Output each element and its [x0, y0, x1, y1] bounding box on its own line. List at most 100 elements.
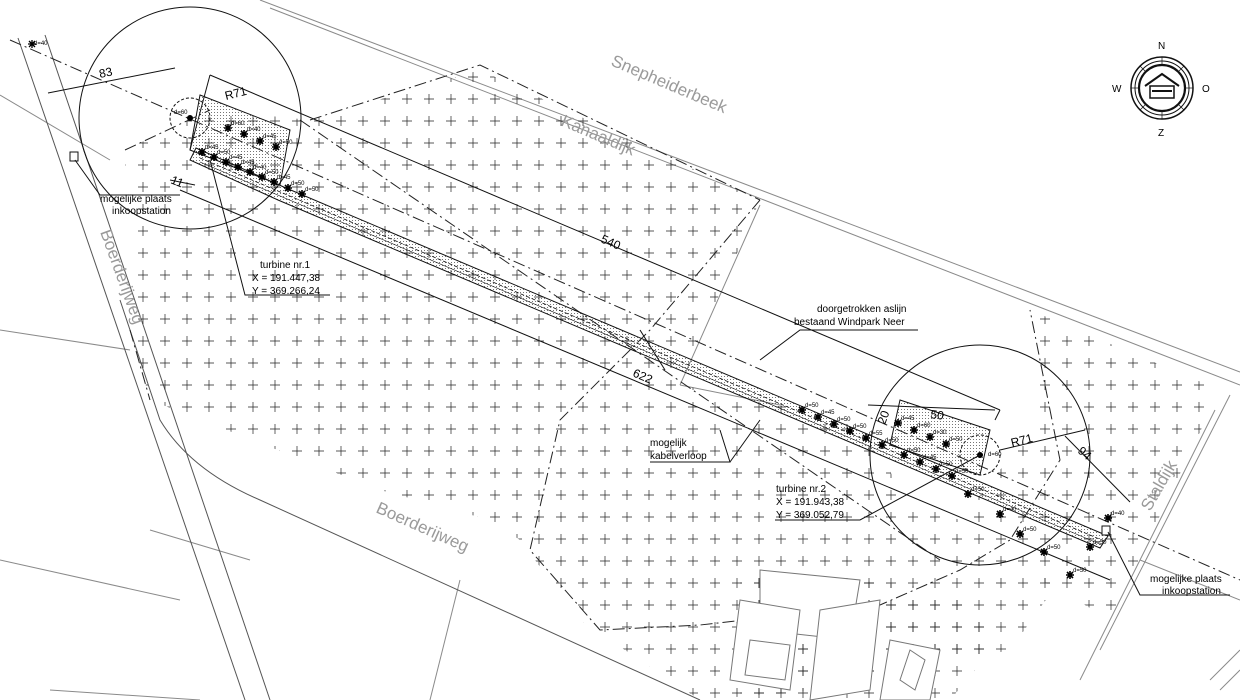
corner-tree: d=40 [28, 40, 48, 48]
turbine1-tree-label: d=40 [247, 127, 261, 133]
turbine1-tree-1: d=60 [224, 121, 245, 132]
turbine1-tree-label: d=45 [205, 145, 219, 151]
turbine1-tree-2: d=40 [240, 127, 261, 138]
turbine2-tree-9: d=30 [926, 430, 947, 441]
turbine1-tree-label: d=60 [231, 121, 245, 127]
turbine-platforms [189, 94, 991, 476]
turbine2-tree-label: d=30 [933, 430, 947, 436]
turbine2-title: turbine nr.2 [776, 484, 826, 495]
compass-south: Z [1158, 128, 1164, 139]
dim-50: 50 [930, 407, 945, 423]
field-areas [125, 70, 1220, 700]
turbine1-tree-label: d=50 [279, 140, 293, 146]
turbine1-tree-7: d=45 [222, 155, 243, 166]
dim-11: 11 [169, 173, 186, 191]
turbine2-tree-19: d=50 [1086, 540, 1107, 551]
turbine1-tree-11: d=45 [270, 175, 291, 186]
turbine1-tree-label: d=45 [263, 134, 277, 140]
station2-label: mogelijke plaats inkoopstation [1150, 574, 1222, 597]
turbine2-tree-1: d=50 [798, 403, 819, 414]
turbine1-title: turbine nr.1 [260, 260, 310, 271]
turbine1-tree-label: d=45 [229, 155, 243, 161]
axis-note: doorgetrokken aslijn bestaand Windpark N… [794, 304, 907, 328]
turbine2-tree-label: d=50 [805, 403, 819, 409]
turbine1-tree-label: d=50 [265, 170, 279, 176]
turbine2-tree-label: d=50 [885, 438, 899, 444]
turbine2-tree-4: d=50 [846, 424, 867, 435]
turbine1-tree-13: d=50 [298, 187, 319, 198]
tree-markers: d=60d=40d=45d=50d=45d=50d=45d=45d=40d=50… [198, 121, 1125, 579]
turbine2-tree-15: d=50 [964, 487, 985, 498]
turbine1-annotation: turbine nr.1 X = 191.447,38 Y = 369.266,… [174, 110, 321, 297]
cable-note-line2: kabelverloop [650, 451, 707, 462]
turbine1-tree-label: d=45 [241, 160, 255, 166]
turbine2-tree-label: d=60 [917, 423, 931, 429]
turbine2-tree-18: d=50 [1040, 545, 1061, 556]
turbine2-tree-10: d=50 [942, 437, 963, 448]
station1-line2: inkoopstation [112, 206, 171, 217]
dim-r71-right: R71 [1009, 431, 1034, 450]
turbine2-tree-label: d=50 [939, 462, 953, 468]
turbine2-tree-label: d=50 [955, 469, 969, 475]
turbine2-tree-label: d=45 [821, 410, 835, 416]
turbine2-tree-16: d=40 [996, 507, 1017, 518]
turbine1-tree-3: d=45 [256, 134, 277, 145]
station2-line2: inkoopstation [1162, 586, 1221, 597]
dimension-lines [47, 67, 1131, 581]
cable-note-line1: mogelijk [650, 438, 688, 449]
turbine2-tree-14: d=50 [948, 469, 969, 480]
turbine2-tree-label: d=50 [1047, 545, 1061, 551]
north-arrow: N Z O W [1112, 41, 1210, 139]
turbine2-tree-label: d=50 [853, 424, 867, 430]
turbine1-tree-9: d=40 [246, 165, 267, 176]
turbine1-marker [187, 115, 193, 121]
turbine2-tree-6: d=50 [878, 438, 899, 449]
turbine2-tree-21: d=40 [1104, 511, 1125, 522]
turbine1-tree-6: d=50 [210, 150, 231, 161]
turbine1-x: X = 191.447,38 [252, 273, 321, 284]
turbine2-tree-8: d=60 [910, 423, 931, 434]
turbine1-y: Y = 369.266,24 [252, 286, 320, 297]
compass-west: W [1112, 84, 1122, 95]
turbine1-tree-label: d=50 [305, 187, 319, 193]
compass-east: O [1202, 84, 1210, 95]
turbine2-tree-label: d=50 [1023, 527, 1037, 533]
turbine1-tree-5: d=45 [198, 145, 219, 156]
turbine1-rotor-label: d=60 [174, 110, 188, 116]
turbine2-tree-3: d=50 [830, 417, 851, 428]
turbine2-tree-20: d=50 [1066, 568, 1087, 579]
turbine1-tree-10: d=50 [258, 170, 279, 181]
station1-line1: mogelijke plaats [100, 194, 172, 205]
turbine1-tree-label: d=50 [291, 181, 305, 187]
turbine2-tree-label: d=50 [1073, 568, 1087, 574]
turbine2-tree-label: d=50 [971, 487, 985, 493]
turbine2-tree-7: d=45 [894, 416, 915, 427]
turbine2-tree-label: d=40 [1003, 507, 1017, 513]
station2-line1: mogelijke plaats [1150, 574, 1222, 585]
turbine2-tree-13: d=50 [932, 462, 953, 473]
turbine1-tree-8: d=45 [234, 160, 255, 171]
turbine2-annotation: turbine nr.2 X = 191.943,38 Y = 369.052,… [776, 452, 1002, 521]
dim-83: 83 [98, 64, 114, 81]
turbine2-tree-label: d=45 [923, 455, 937, 461]
turbine1-tree-12: d=50 [284, 181, 305, 192]
turbine2-rotor-label: d=60 [988, 452, 1002, 458]
turbine2-tree-label: d=40 [1111, 511, 1125, 517]
turbine1-tree-label: d=50 [217, 150, 231, 156]
turbine1-tree-label: d=40 [253, 165, 267, 171]
station1-label: mogelijke plaats inkoopstation [100, 194, 172, 217]
turbine2-tree-17: d=50 [1016, 527, 1037, 538]
turbine2-tree-11: d=50 [900, 448, 921, 459]
buildings [729, 569, 941, 700]
dim-r71-left: R71 [223, 84, 248, 103]
turbine1-tree-4: d=50 [272, 140, 293, 151]
turbine2-tree-label: d=50 [907, 448, 921, 454]
turbine2-tree-label: d=45 [901, 416, 915, 422]
turbine2-tree-12: d=45 [916, 455, 937, 466]
axis-note-line2: bestaand Windpark Neer [794, 317, 905, 328]
turbine2-tree-label: d=50 [1093, 540, 1107, 546]
corner-tree-label: d=40 [34, 41, 48, 47]
turbine2-rotor-circle [869, 344, 1091, 566]
